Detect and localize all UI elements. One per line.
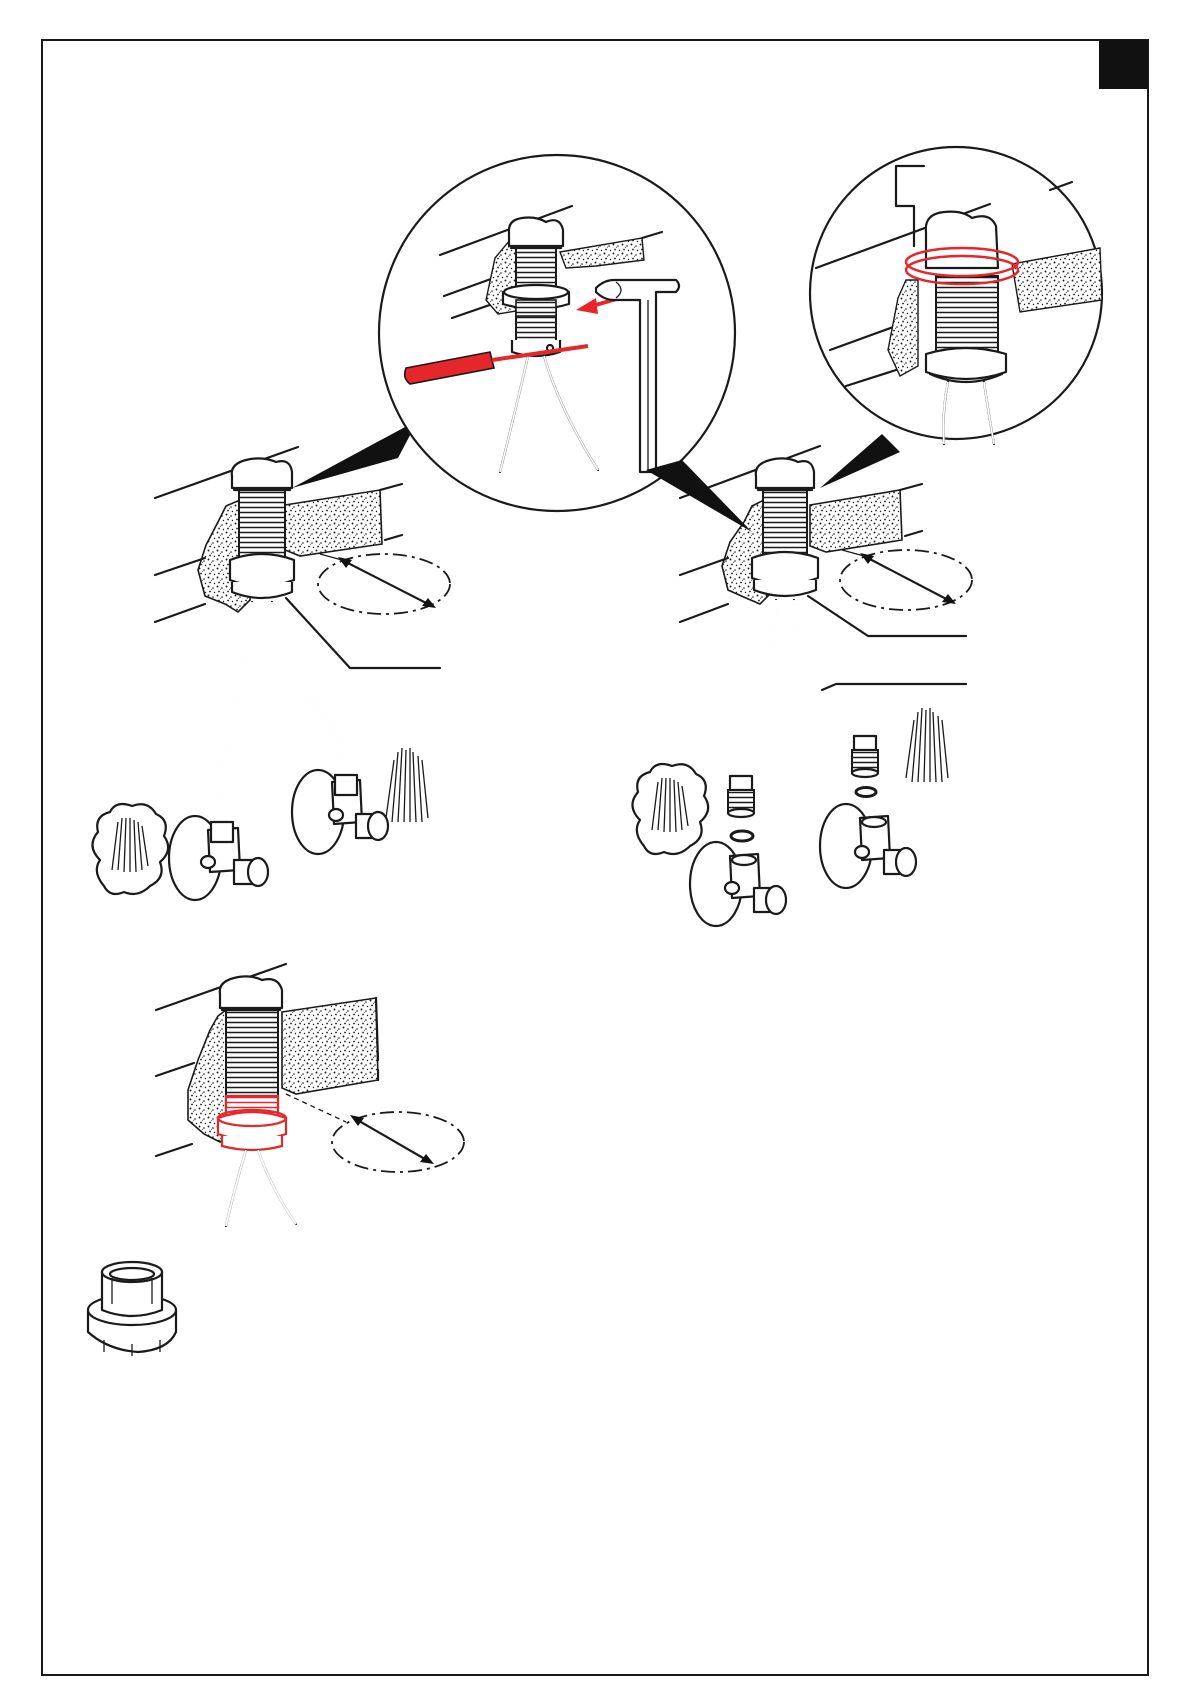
- hose-nut-icon: [852, 736, 878, 777]
- hose-nut-icon: [728, 776, 754, 817]
- faucet-shank-icon: [230, 458, 294, 598]
- fig-1: [92, 420, 450, 900]
- water-spray-icon: [386, 748, 428, 822]
- angle-valve-icon: [820, 804, 916, 888]
- water-spray-icon: [92, 804, 168, 894]
- water-spray-icon: [906, 708, 948, 782]
- flexible-hose-icon: [740, 600, 864, 776]
- step-marker: [1099, 40, 1148, 89]
- adapter-nut-icon: [88, 1262, 176, 1356]
- fig-2: [632, 434, 972, 926]
- callout-pointer: [646, 460, 752, 532]
- faucet-shank-icon: [220, 976, 282, 1096]
- hole-diameter-indicator: [840, 550, 972, 610]
- hole-diameter-indicator: [318, 554, 450, 614]
- leader-line: [286, 598, 440, 668]
- fig-3: [156, 964, 464, 1226]
- washer-icon: [856, 788, 876, 797]
- angle-valve-icon: [169, 816, 268, 900]
- water-spray-icon: [632, 764, 708, 854]
- angle-valve-icon: [690, 842, 786, 926]
- callout-pointer: [292, 420, 418, 488]
- washer-icon: [731, 831, 753, 841]
- fig-2-detail: [810, 147, 1102, 444]
- angle-valve-icon: [292, 770, 388, 854]
- leader-line: [822, 684, 966, 690]
- callout-pointer: [820, 434, 900, 488]
- faucet-shank-icon: [509, 218, 563, 351]
- adapter-sleeve-icon: [218, 1096, 286, 1150]
- fig-4: [88, 1262, 176, 1356]
- hole-diameter-indicator: [332, 1112, 464, 1172]
- fig-1-detail: [379, 155, 735, 511]
